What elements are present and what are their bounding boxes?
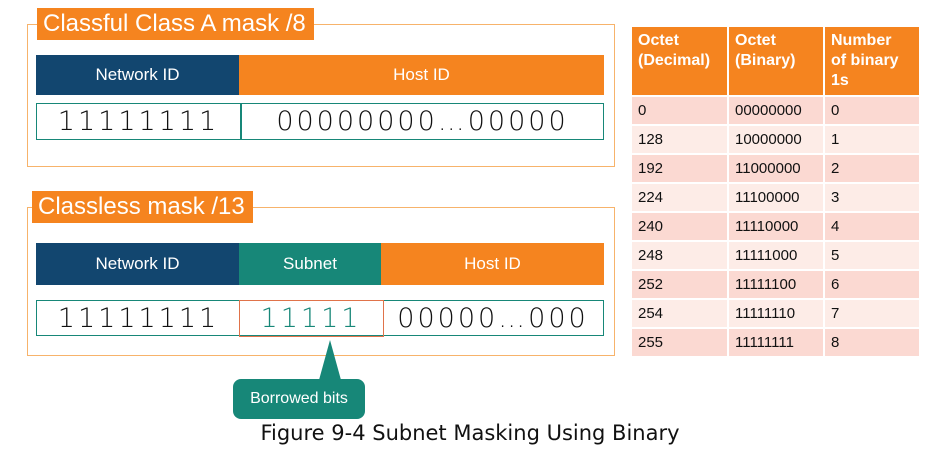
table-row: 224 11100000 3 [632, 182, 919, 212]
subnet-bits-box [239, 299, 384, 337]
header-binary-ones: Number of binary 1s [824, 27, 919, 96]
cell-decimal: 248 [632, 240, 729, 270]
classful-network-id-header: Network ID [36, 55, 239, 95]
table-row: 240 11110000 4 [632, 211, 919, 241]
classless-host-bits: 00000…000 [397, 302, 589, 334]
cell-decimal: 224 [632, 182, 729, 212]
classless-subnet-bits: 11111 [260, 302, 362, 334]
cell-decimal: 240 [632, 211, 729, 241]
header-octet-decimal-text: Octet (Decimal) [638, 32, 711, 69]
header-octet-binary-text: Octet (Binary) [735, 32, 796, 69]
classful-binary-row: 11111111 00000000…00000 [36, 103, 604, 140]
cell-decimal: 192 [632, 153, 729, 183]
classful-title: Classful Class A mask /8 [37, 8, 314, 40]
table-row: 0 00000000 0 [632, 95, 919, 125]
cell-decimal: 255 [632, 327, 729, 356]
cell-binary: 11100000 [728, 182, 825, 212]
classless-network-bits: 11111111 [57, 302, 220, 334]
table-row: 255 11111111 8 [632, 327, 919, 356]
header-octet-binary: Octet (Binary) [728, 27, 825, 96]
cell-decimal: 0 [632, 95, 729, 125]
table-row: 192 11000000 2 [632, 153, 919, 183]
classless-binary-row: 11111111 11111 00000…000 [36, 299, 604, 337]
header-binary-ones-text: Number of binary 1s [831, 32, 899, 89]
classless-host-id-header: Host ID [381, 243, 604, 285]
cell-binary: 00000000 [728, 95, 825, 125]
borrowed-bits-callout: Borrowed bits [233, 379, 365, 419]
classful-divider [240, 104, 242, 139]
cell-binary: 11111000 [728, 240, 825, 270]
cell-ones: 1 [824, 124, 919, 154]
cell-ones: 5 [824, 240, 919, 270]
cell-ones: 3 [824, 182, 919, 212]
cell-binary: 11111100 [728, 269, 825, 299]
cell-ones: 4 [824, 211, 919, 241]
cell-binary: 11111110 [728, 298, 825, 328]
cell-binary: 11000000 [728, 153, 825, 183]
cell-decimal: 252 [632, 269, 729, 299]
table-row: 254 11111110 7 [632, 298, 919, 328]
table-row: 128 10000000 1 [632, 124, 919, 154]
classless-subnet-header: Subnet [239, 243, 381, 285]
table-row: 248 11111000 5 [632, 240, 919, 270]
classless-frame [27, 207, 615, 356]
classful-host-bits: 00000000…00000 [276, 106, 569, 137]
classful-host-id-header: Host ID [239, 55, 604, 95]
cell-ones: 2 [824, 153, 919, 183]
classless-title: Classless mask /13 [32, 191, 253, 223]
cell-ones: 8 [824, 327, 919, 356]
cell-ones: 0 [824, 95, 919, 125]
header-octet-decimal: Octet (Decimal) [632, 27, 729, 96]
callout-pointer [319, 340, 341, 380]
classful-frame [27, 24, 615, 167]
table-row: 252 11111100 6 [632, 269, 919, 299]
octet-table: Octet (Decimal) Octet (Binary) Number of… [632, 27, 919, 356]
cell-binary: 10000000 [728, 124, 825, 154]
classful-network-bits: 11111111 [57, 106, 220, 137]
cell-binary: 11111111 [728, 327, 825, 356]
classless-network-id-header: Network ID [36, 243, 239, 285]
table-header-row: Octet (Decimal) Octet (Binary) Number of… [632, 27, 919, 96]
cell-binary: 11110000 [728, 211, 825, 241]
figure-caption: Figure 9-4 Subnet Masking Using Binary [260, 421, 680, 445]
cell-ones: 7 [824, 298, 919, 328]
cell-ones: 6 [824, 269, 919, 299]
cell-decimal: 128 [632, 124, 729, 154]
cell-decimal: 254 [632, 298, 729, 328]
